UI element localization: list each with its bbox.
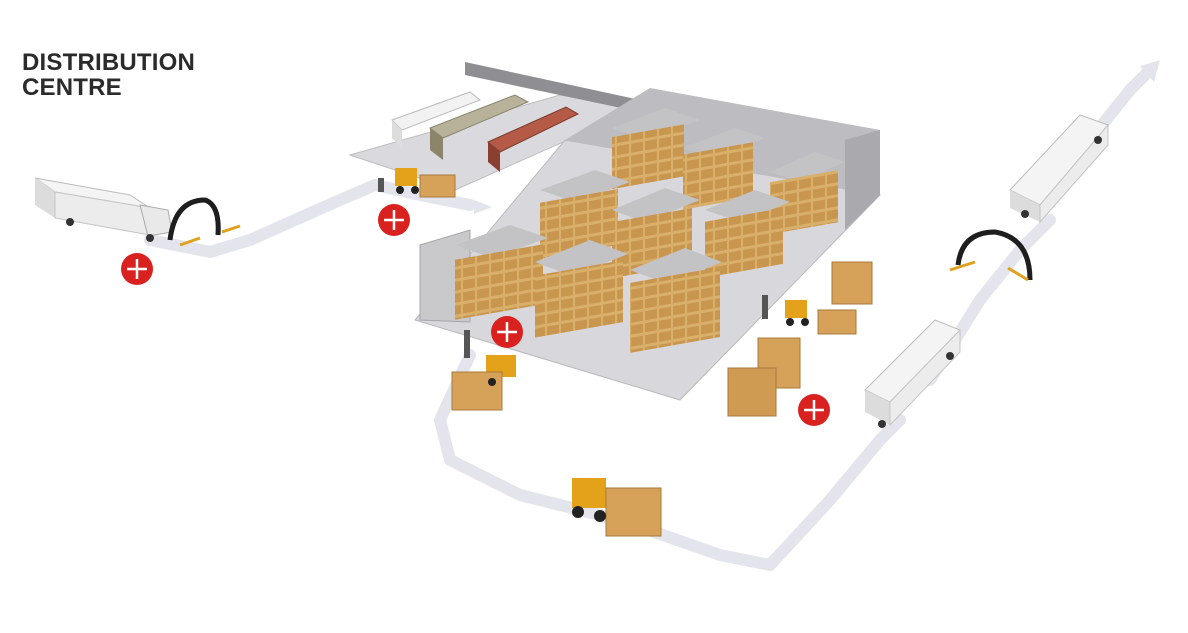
pallet-stack (727, 261, 873, 417)
docked-trailer-white (391, 91, 481, 148)
rack-unit (540, 170, 630, 259)
plus-circle-icon (497, 322, 517, 342)
rack-unit (683, 128, 765, 210)
outbound-truck-loading (864, 319, 961, 428)
rack-unit (612, 108, 700, 190)
hotspot-order-picking[interactable] (798, 394, 830, 426)
warehouse-building (414, 88, 882, 401)
inbound-truck (34, 177, 173, 242)
receiving-arrow-icon (474, 200, 492, 214)
rack-unit (705, 190, 790, 278)
storage-racks (455, 108, 845, 353)
exit-arrow-icon (1140, 60, 1160, 82)
docked-trailer-olive (428, 94, 530, 160)
forklift-dispatch (451, 330, 516, 411)
docked-trailer-red (487, 106, 580, 172)
forklift-receiving (378, 168, 456, 198)
plus-circle-icon (384, 210, 404, 230)
title-line-2: CENTRE (22, 74, 122, 101)
rack-unit (770, 152, 845, 235)
hotspot-storage-racks[interactable] (491, 316, 523, 348)
forklift-storage (762, 295, 857, 335)
hotspot-goods-receiving[interactable] (378, 204, 410, 236)
rack-unit (630, 248, 722, 353)
page-title: DISTRIBUTION CENTRE (22, 50, 195, 100)
inbound-gate (167, 197, 241, 247)
outbound-gate (949, 229, 1033, 282)
rack-unit (455, 225, 548, 320)
rack-unit (535, 240, 628, 338)
hotspot-inbound-gate[interactable] (121, 253, 153, 285)
goods-flow-path (144, 60, 1160, 571)
plus-circle-icon (127, 259, 147, 279)
forklift-transit (572, 478, 662, 537)
departing-truck (1009, 114, 1109, 224)
plus-circle-icon (804, 400, 824, 420)
title-line-1: DISTRIBUTION (22, 49, 196, 76)
